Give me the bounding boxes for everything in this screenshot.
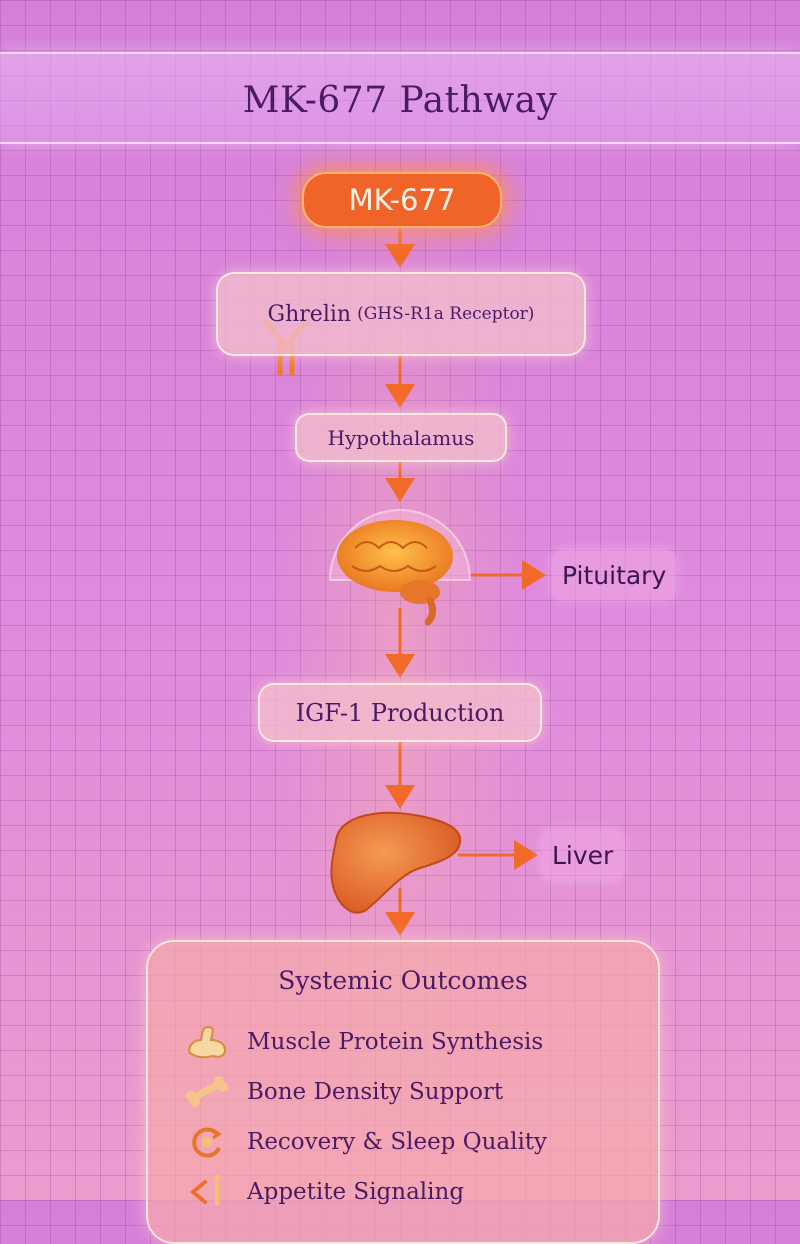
ghrelin-label: Ghrelin (267, 301, 352, 327)
receptor-detail-label: (GHS-R1a Receptor) (357, 304, 535, 324)
outcome-item: Recovery & Sleep Quality (183, 1122, 547, 1162)
outcomes-title: Systemic Outcomes (278, 966, 528, 995)
hypothalamus-node: Hypothalamus (295, 413, 507, 462)
mk677-node: MK-677 (302, 172, 502, 228)
pathway-arrows (263, 228, 546, 936)
liver-icon (330, 811, 462, 914)
appetite-icon (189, 1175, 220, 1206)
outcome-label: Recovery & Sleep Quality (247, 1129, 548, 1155)
ghrelin-receptor-node: Ghrelin (GHS-R1a Receptor) (216, 272, 586, 356)
outcome-item: Muscle Protein Synthesis (183, 1022, 543, 1062)
outcome-label: Bone Density Support (247, 1079, 504, 1105)
bone-icon (186, 1076, 228, 1107)
liver-label: Liver (542, 830, 624, 880)
outcome-item: Bone Density Support (183, 1072, 503, 1112)
igf1-production-node: IGF-1 Production (258, 683, 542, 742)
pituitary-label: Pituitary (552, 550, 677, 600)
outcome-item: Appetite Signaling (183, 1172, 464, 1212)
muscle-icon (187, 1026, 227, 1059)
page-title: MK-677 Pathway (242, 80, 558, 121)
outcome-label: Appetite Signaling (247, 1179, 465, 1205)
brain-icon (328, 509, 472, 626)
title-band (0, 52, 800, 144)
outcome-label: Muscle Protein Synthesis (247, 1029, 544, 1055)
recovery-icon (192, 1127, 222, 1158)
systemic-outcomes-panel: Systemic Outcomes Muscle Protein Synthes… (146, 940, 660, 1244)
